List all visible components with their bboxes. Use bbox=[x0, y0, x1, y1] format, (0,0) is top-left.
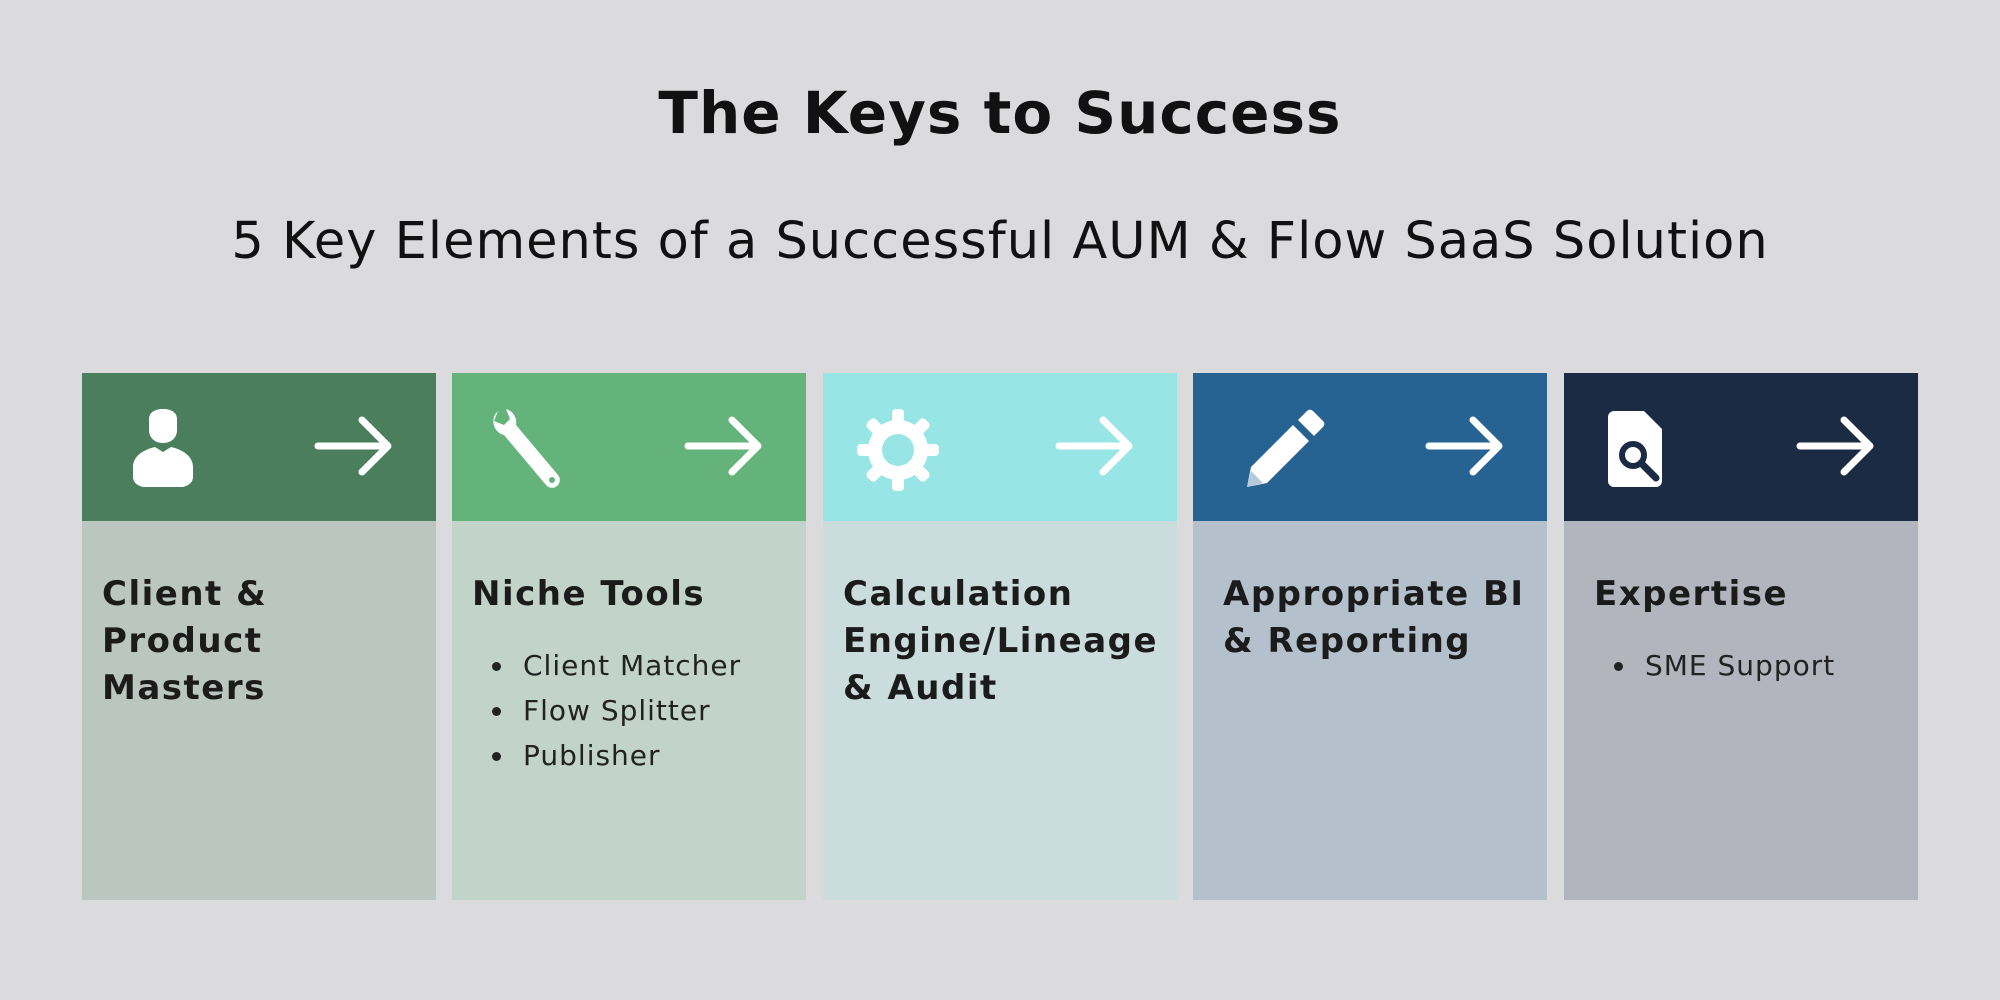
card-title: Calculation Engine/Lineage & Audit bbox=[843, 574, 1159, 708]
user-icon bbox=[133, 409, 193, 487]
file-search-icon bbox=[1608, 411, 1662, 487]
card-bi-reporting: Appropriate BI & Reporting bbox=[1193, 373, 1547, 900]
card-body: Niche Tools Client Matcher Flow Splitter… bbox=[452, 521, 806, 900]
list-item: Flow Splitter bbox=[472, 688, 741, 733]
card-header bbox=[452, 373, 806, 521]
card-body: Calculation Engine/Lineage & Audit bbox=[823, 521, 1177, 900]
page-title: The Keys to Success bbox=[658, 79, 1342, 147]
card-title: Niche Tools bbox=[472, 574, 706, 614]
arrow-right-icon bbox=[1796, 416, 1874, 476]
card-title: Appropriate BI & Reporting bbox=[1223, 574, 1525, 661]
card-title: Client & Product Masters bbox=[102, 574, 268, 708]
arrow-right-icon bbox=[1425, 416, 1503, 476]
key-elements-row: Client & Product Masters Niche Tools Cli… bbox=[82, 373, 1918, 900]
card-body: Expertise SME Support bbox=[1564, 521, 1918, 900]
card-header bbox=[823, 373, 1177, 521]
card-header bbox=[1193, 373, 1547, 521]
list-item: SME Support bbox=[1594, 643, 1835, 688]
arrow-right-icon bbox=[684, 416, 762, 476]
card-expertise: Expertise SME Support bbox=[1564, 373, 1918, 900]
bullet-list: Client Matcher Flow Splitter Publisher bbox=[472, 643, 741, 778]
arrow-right-icon bbox=[1055, 416, 1133, 476]
card-client-product-masters: Client & Product Masters bbox=[82, 373, 436, 900]
card-body: Appropriate BI & Reporting bbox=[1193, 521, 1547, 900]
card-header bbox=[1564, 373, 1918, 521]
card-body: Client & Product Masters bbox=[82, 521, 436, 900]
gear-icon bbox=[857, 409, 939, 491]
wrench-icon bbox=[493, 409, 560, 488]
pencil-icon bbox=[1247, 409, 1325, 487]
card-title: Expertise bbox=[1594, 574, 1789, 614]
card-header bbox=[82, 373, 436, 521]
bullet-list: SME Support bbox=[1594, 643, 1835, 688]
card-calculation-engine: Calculation Engine/Lineage & Audit bbox=[823, 373, 1177, 900]
list-item: Publisher bbox=[472, 733, 741, 778]
card-niche-tools: Niche Tools Client Matcher Flow Splitter… bbox=[452, 373, 806, 900]
page-subtitle: 5 Key Elements of a Successful AUM & Flo… bbox=[231, 212, 1769, 271]
arrow-right-icon bbox=[314, 416, 392, 476]
list-item: Client Matcher bbox=[472, 643, 741, 688]
